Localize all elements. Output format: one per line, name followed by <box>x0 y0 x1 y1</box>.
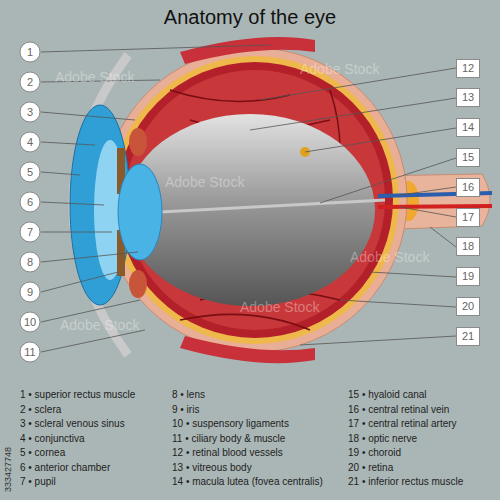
callout-box: 12 <box>456 59 480 78</box>
callout-circle: 10 <box>19 311 41 333</box>
circle-outline <box>20 222 40 242</box>
callout-number: 4 <box>27 137 33 148</box>
key-entry: 8 • lens <box>172 389 205 400</box>
callout-number: 6 <box>27 197 33 208</box>
callout-circle: 7 <box>19 221 41 243</box>
callout-number: 5 <box>27 167 33 178</box>
sclera-shape <box>103 48 407 352</box>
callout-circle: 5 <box>19 161 41 183</box>
callout-box: 15 <box>456 148 480 167</box>
callout-number: 13 <box>462 92 474 103</box>
key-entry: 18 • optic nerve <box>348 433 417 444</box>
callout-number: 3 <box>27 107 33 118</box>
key-entry: 3 • scleral venous sinus <box>20 418 125 429</box>
callout-circle: 8 <box>19 251 41 273</box>
circle-outline <box>20 312 40 332</box>
key-entry: 7 • pupil <box>20 476 56 487</box>
key-entry: 2 • sclera <box>20 404 61 415</box>
stock-id: 333427748 <box>4 447 14 492</box>
callout-box: 21 <box>456 327 480 346</box>
circle-outline <box>20 252 40 272</box>
callout-box: 14 <box>456 118 480 137</box>
circle-outline <box>20 282 40 302</box>
key-entry: 6 • anterior chamber <box>20 462 110 473</box>
callout-number: 17 <box>462 212 474 223</box>
circle-outline <box>20 192 40 212</box>
callout-box: 19 <box>456 267 480 286</box>
callout-number: 2 <box>27 77 33 88</box>
callout-number: 11 <box>24 347 35 358</box>
callout-number: 7 <box>27 227 33 238</box>
watermark: Adobe Stock <box>55 70 134 85</box>
callout-circle: 2 <box>19 71 41 93</box>
hyaloid-canal-line <box>160 200 385 212</box>
choroid-shape <box>117 62 393 338</box>
callout-circle: 3 <box>19 101 41 123</box>
callout-number: 21 <box>462 331 474 342</box>
key-entry: 14 • macula lutea (fovea centralis) <box>172 476 323 487</box>
key-entry: 4 • conjunctiva <box>20 433 85 444</box>
callout-number: 16 <box>462 182 474 193</box>
callout-circle: 11 <box>19 341 41 363</box>
callout-box: 20 <box>456 297 480 316</box>
watermark: Adobe Stock <box>240 300 319 315</box>
circle-outline <box>20 72 40 92</box>
circle-outline <box>20 342 40 362</box>
watermark: Adobe Stock <box>60 318 139 333</box>
inferior-rectus <box>180 336 315 363</box>
watermark: Adobe Stock <box>350 250 429 265</box>
circle-outline <box>20 42 40 62</box>
diagram-title: Anatomy of the eye <box>0 6 500 28</box>
callout-number: 20 <box>462 301 474 312</box>
key-entry: 16 • central retinal vein <box>348 404 449 415</box>
callout-circle: 4 <box>19 131 41 153</box>
callout-number: 1 <box>27 47 33 58</box>
vitreous-body-shape <box>125 114 375 306</box>
callout-box: 16 <box>456 178 480 197</box>
key-entry: 11 • ciliary body & muscle <box>172 433 285 444</box>
callout-box: 13 <box>456 88 480 107</box>
ciliary-body-shape <box>129 270 147 298</box>
callout-number: 19 <box>462 271 474 282</box>
callout-number: 14 <box>462 122 474 133</box>
callout-box: 18 <box>456 237 480 256</box>
callout-number: 10 <box>24 317 36 328</box>
key-entry: 17 • central retinal artery <box>348 418 457 429</box>
key-entry: 1 • superior rectus muscle <box>20 389 135 400</box>
callout-number: 18 <box>462 241 474 252</box>
key-entry: 13 • vitreous body <box>172 462 252 473</box>
lens-shape <box>118 164 162 260</box>
watermark: Adobe Stock <box>165 175 244 190</box>
callout-number: 8 <box>27 257 33 268</box>
callout-circle: 9 <box>19 281 41 303</box>
circle-outline <box>20 102 40 122</box>
key-entry: 19 • choroid <box>348 447 401 458</box>
superior-rectus <box>180 37 315 64</box>
key-entry: 15 • hyaloid canal <box>348 389 427 400</box>
key-entry: 5 • cornea <box>20 447 65 458</box>
key-entry: 21 • inferior rectus muscle <box>348 476 463 487</box>
callout-box: 17 <box>456 208 480 227</box>
leader-lines <box>41 45 456 352</box>
watermark: Adobe Stock <box>300 62 379 77</box>
callout-circle: 1 <box>19 41 41 63</box>
key-entry: 10 • suspensory ligaments <box>172 418 289 429</box>
key-entry: 12 • retinal blood vessels <box>172 447 283 458</box>
callout-number: 12 <box>462 63 474 74</box>
circle-outline <box>20 162 40 182</box>
callout-number: 15 <box>462 152 474 163</box>
circle-outline <box>20 132 40 152</box>
key-entry: 20 • retina <box>348 462 393 473</box>
ciliary-body-shape <box>129 128 147 156</box>
retina-shape <box>125 70 385 330</box>
callout-circle: 6 <box>19 191 41 213</box>
callout-number: 9 <box>27 287 33 298</box>
key-entry: 9 • iris <box>172 404 199 415</box>
